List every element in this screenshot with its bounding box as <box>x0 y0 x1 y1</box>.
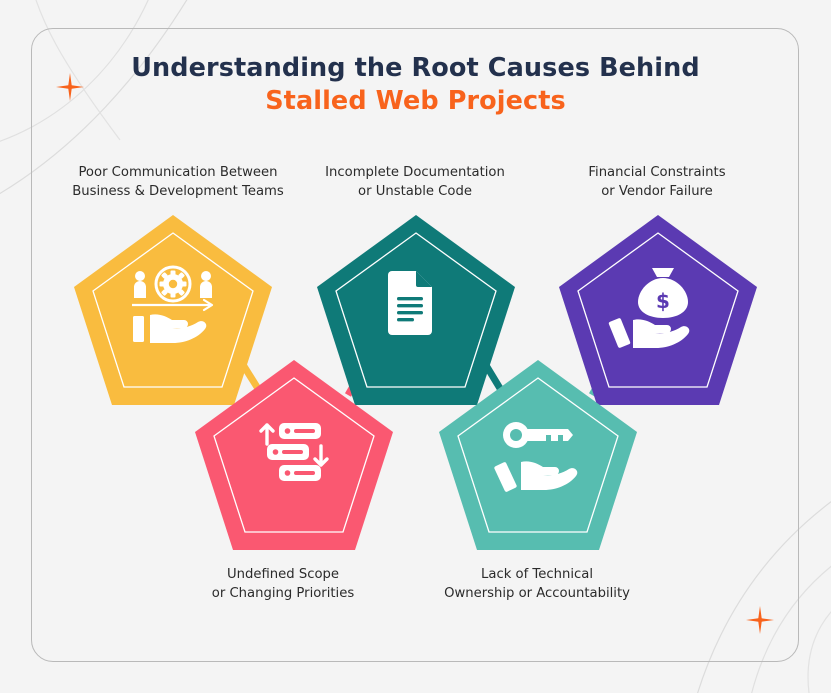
document-icon <box>388 271 432 335</box>
svg-text:$: $ <box>656 289 670 313</box>
node-poor-communication[interactable] <box>72 213 274 409</box>
node-label-incomplete-documentation: Incomplete Documentation or Unstable Cod… <box>325 165 505 199</box>
node-lack-of-ownership[interactable] <box>437 358 639 554</box>
page-title: Understanding the Root Causes Behind Sta… <box>0 52 831 117</box>
card-frame <box>31 28 799 662</box>
node-undefined-scope[interactable] <box>193 358 395 554</box>
title-line-1: Understanding the Root Causes Behind <box>131 53 700 83</box>
sparkle-top-left <box>56 73 84 101</box>
hand-money-bag-icon: $ <box>608 268 690 348</box>
node-label-financial-constraints: Financial Constraints or Vendor Failure <box>588 165 726 199</box>
node-financial-constraints[interactable]: $ <box>557 213 759 409</box>
reorder-priority-icon <box>259 423 329 481</box>
hand-key-icon <box>494 422 578 492</box>
node-label-lack-of-ownership: Lack of Technical Ownership or Accountab… <box>444 567 630 601</box>
hand-gear-people-icon <box>132 265 214 343</box>
node-incomplete-documentation[interactable] <box>315 213 517 409</box>
title-line-2: Stalled Web Projects <box>265 85 566 116</box>
sparkle-bottom-right <box>746 606 774 634</box>
node-label-poor-communication: Poor Communication Between Business & De… <box>72 165 284 199</box>
node-label-undefined-scope: Undefined Scope or Changing Priorities <box>211 567 355 601</box>
